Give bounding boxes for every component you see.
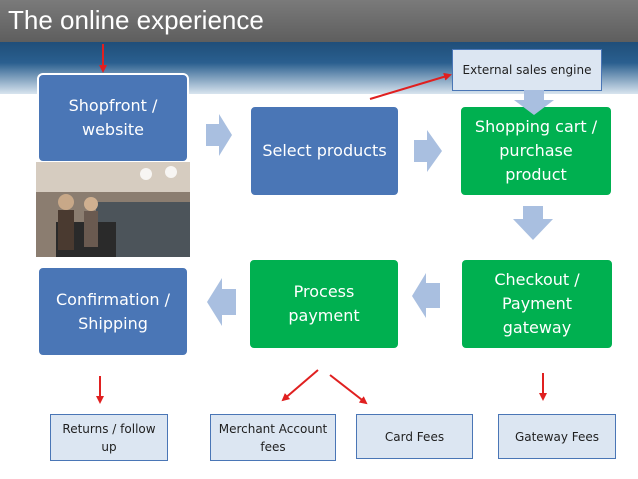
checkout-step: Checkout / Payment gateway	[460, 258, 614, 350]
arrow-right-icon	[414, 130, 442, 172]
arrow-left-icon	[412, 273, 440, 318]
store-photo	[36, 162, 190, 257]
process-payment-step: Process payment	[248, 258, 400, 350]
title-bar	[0, 0, 638, 42]
page-title: The online experience	[8, 5, 264, 35]
red-arrow-icon	[281, 369, 319, 402]
arrow-left-icon	[207, 278, 236, 326]
select-products-step: Select products	[249, 105, 400, 197]
red-arrow-icon	[329, 374, 368, 405]
merchant-fees-note: Merchant Account fees	[210, 414, 336, 461]
shopfront-step: Shopfront / website	[37, 73, 189, 163]
card-fees-note: Card Fees	[356, 414, 473, 459]
arrow-down-icon	[514, 90, 554, 115]
store-photo-illustration	[36, 162, 190, 257]
confirmation-step: Confirmation / Shipping	[37, 266, 189, 357]
arrow-right-icon	[206, 114, 232, 156]
returns-note: Returns / follow up	[50, 414, 168, 461]
gateway-fees-note: Gateway Fees	[498, 414, 616, 459]
red-arrow-icon	[369, 72, 452, 100]
arrow-down-icon	[513, 206, 553, 240]
shopping-cart-step: Shopping cart / purchase product	[459, 105, 613, 197]
